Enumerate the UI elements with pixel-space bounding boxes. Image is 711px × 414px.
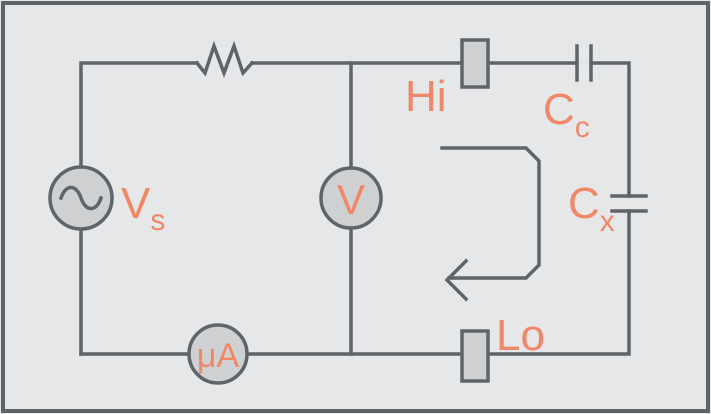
voltmeter: V — [319, 166, 383, 230]
capacitor-cc-subscript: c — [575, 111, 590, 144]
terminal-hi-block — [460, 38, 490, 89]
source-label: Vs — [121, 179, 165, 237]
voltmeter-label: V — [337, 176, 365, 223]
capacitor-cx-label: Cx — [568, 179, 615, 238]
ac-sine-icon — [58, 185, 104, 211]
capacitor-cx-icon — [610, 194, 648, 213]
ac-source — [48, 165, 114, 231]
right-upper-wire — [589, 61, 631, 198]
voltmeter-circle — [319, 166, 383, 230]
capacitor-cx-symbol: C — [568, 179, 600, 228]
capacitor-cx-subscript: x — [600, 205, 615, 238]
terminal-lo-block — [460, 329, 490, 383]
terminal-lo-label: Lo — [496, 311, 545, 360]
capacitor-cc-icon — [575, 44, 593, 82]
current-loop-arrow-icon — [440, 146, 541, 302]
capacitor-cc-label: Cc — [543, 85, 590, 144]
ammeter: μA — [187, 323, 249, 385]
ammeter-label: μA — [197, 337, 240, 375]
terminal-hi-label: Hi — [405, 72, 447, 121]
resistor-zigzag-icon — [194, 40, 255, 79]
capacitor-cc-symbol: C — [543, 85, 575, 134]
source-label-subscript: s — [150, 204, 165, 237]
right-lower-wire — [486, 209, 631, 356]
wiring — [79, 61, 631, 356]
ammeter-circle — [187, 323, 249, 385]
left-loop-wire — [79, 61, 199, 169]
source-label-symbol: V — [121, 179, 151, 228]
